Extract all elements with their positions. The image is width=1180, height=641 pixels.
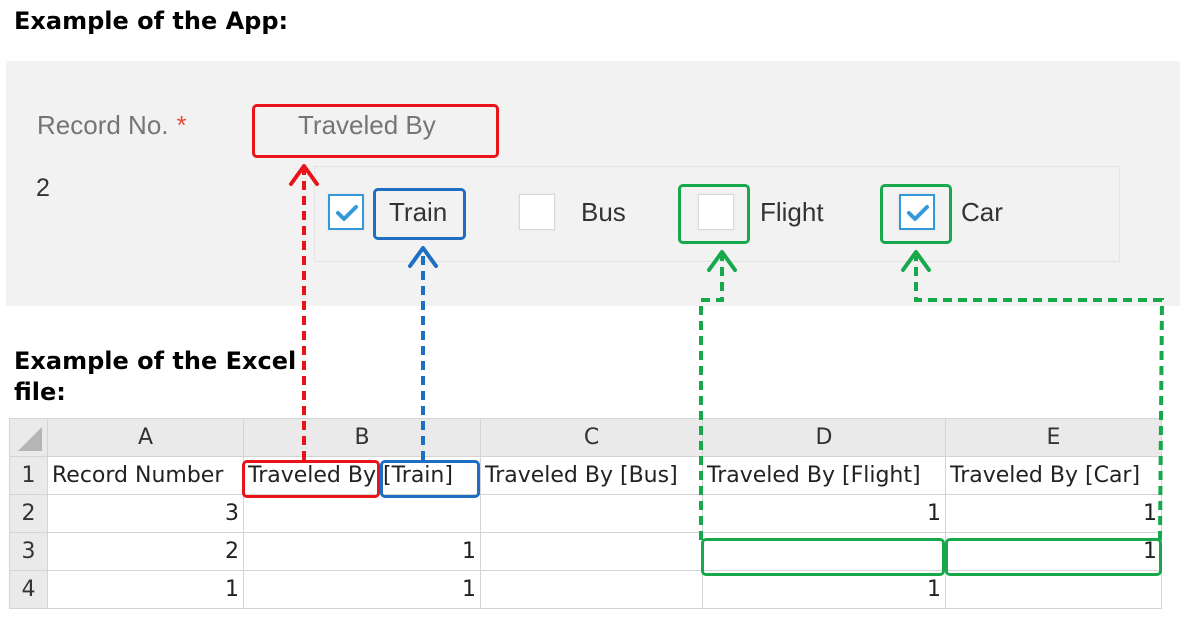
cell[interactable]: 1 (945, 494, 1162, 533)
flight-option-label[interactable]: Flight (760, 197, 824, 227)
record-number-label-text: Record No. (37, 110, 169, 140)
car-cell-highlight (945, 538, 1162, 576)
checkmark-icon (907, 205, 929, 221)
cell[interactable] (945, 570, 1162, 609)
table-row: 2 3 1 1 (9, 494, 1162, 533)
required-mark: * (176, 110, 187, 140)
car-checkbox-highlight (880, 184, 952, 244)
flight-cell-highlight (701, 538, 945, 576)
cell[interactable] (480, 494, 703, 533)
excel-spreadsheet: A B C D E 1 Record Number Traveled By [T… (9, 418, 1162, 609)
car-option-label[interactable]: Car (961, 197, 1003, 227)
excel-example-heading: Example of the Excel file: (14, 347, 297, 406)
cell[interactable]: 3 (47, 494, 244, 533)
app-example-heading: Example of the App: (14, 7, 289, 35)
traveled-by-label-highlight (252, 104, 499, 158)
row-header[interactable]: 4 (9, 570, 48, 609)
cell[interactable]: Traveled By [Bus] (480, 456, 703, 495)
cell[interactable]: 1 (702, 494, 946, 533)
row-header[interactable]: 3 (9, 532, 48, 571)
column-header-c[interactable]: C (480, 418, 703, 457)
cell[interactable]: 1 (47, 570, 244, 609)
cell[interactable]: Traveled By [Flight] (702, 456, 946, 495)
record-number-value: 2 (36, 174, 50, 202)
car-checkbox[interactable] (899, 194, 935, 230)
cell[interactable]: 1 (243, 532, 481, 571)
column-header-d[interactable]: D (702, 418, 946, 457)
cell[interactable] (480, 532, 703, 571)
cell[interactable]: 2 (47, 532, 244, 571)
spreadsheet-grid: A B C D E 1 Record Number Traveled By [T… (9, 418, 1162, 609)
column-header-e[interactable]: E (945, 418, 1162, 457)
table-row: 1 Record Number Traveled By [Train] Trav… (9, 456, 1162, 495)
checkmark-icon (336, 205, 358, 221)
select-all-triangle-icon (18, 427, 42, 451)
select-all-corner[interactable] (9, 418, 48, 457)
cell[interactable] (480, 570, 703, 609)
record-number-label: Record No.* (37, 110, 187, 141)
column-header-a[interactable]: A (47, 418, 244, 457)
cell[interactable]: Record Number (47, 456, 244, 495)
row-header[interactable]: 1 (9, 456, 48, 495)
train-label-highlight (373, 188, 466, 240)
train-option-label[interactable]: Train (389, 197, 448, 227)
flight-checkbox-highlight (678, 184, 750, 244)
cell[interactable]: 1 (243, 570, 481, 609)
cell[interactable] (243, 494, 481, 533)
column-header-row: A B C D E (9, 418, 1162, 457)
table-row: 4 1 1 1 (9, 570, 1162, 609)
cell[interactable]: 1 (702, 570, 946, 609)
traveled-by-field-label: Traveled By (298, 110, 436, 140)
bus-option-label[interactable]: Bus (581, 197, 626, 227)
cell[interactable]: Traveled By [Car] (945, 456, 1162, 495)
header-train-highlight (380, 460, 480, 498)
column-header-b[interactable]: B (243, 418, 481, 457)
header-traveled-by-highlight (242, 460, 380, 498)
bus-checkbox[interactable] (519, 194, 555, 230)
flight-checkbox[interactable] (698, 194, 734, 230)
row-header[interactable]: 2 (9, 494, 48, 533)
train-checkbox[interactable] (328, 194, 364, 230)
